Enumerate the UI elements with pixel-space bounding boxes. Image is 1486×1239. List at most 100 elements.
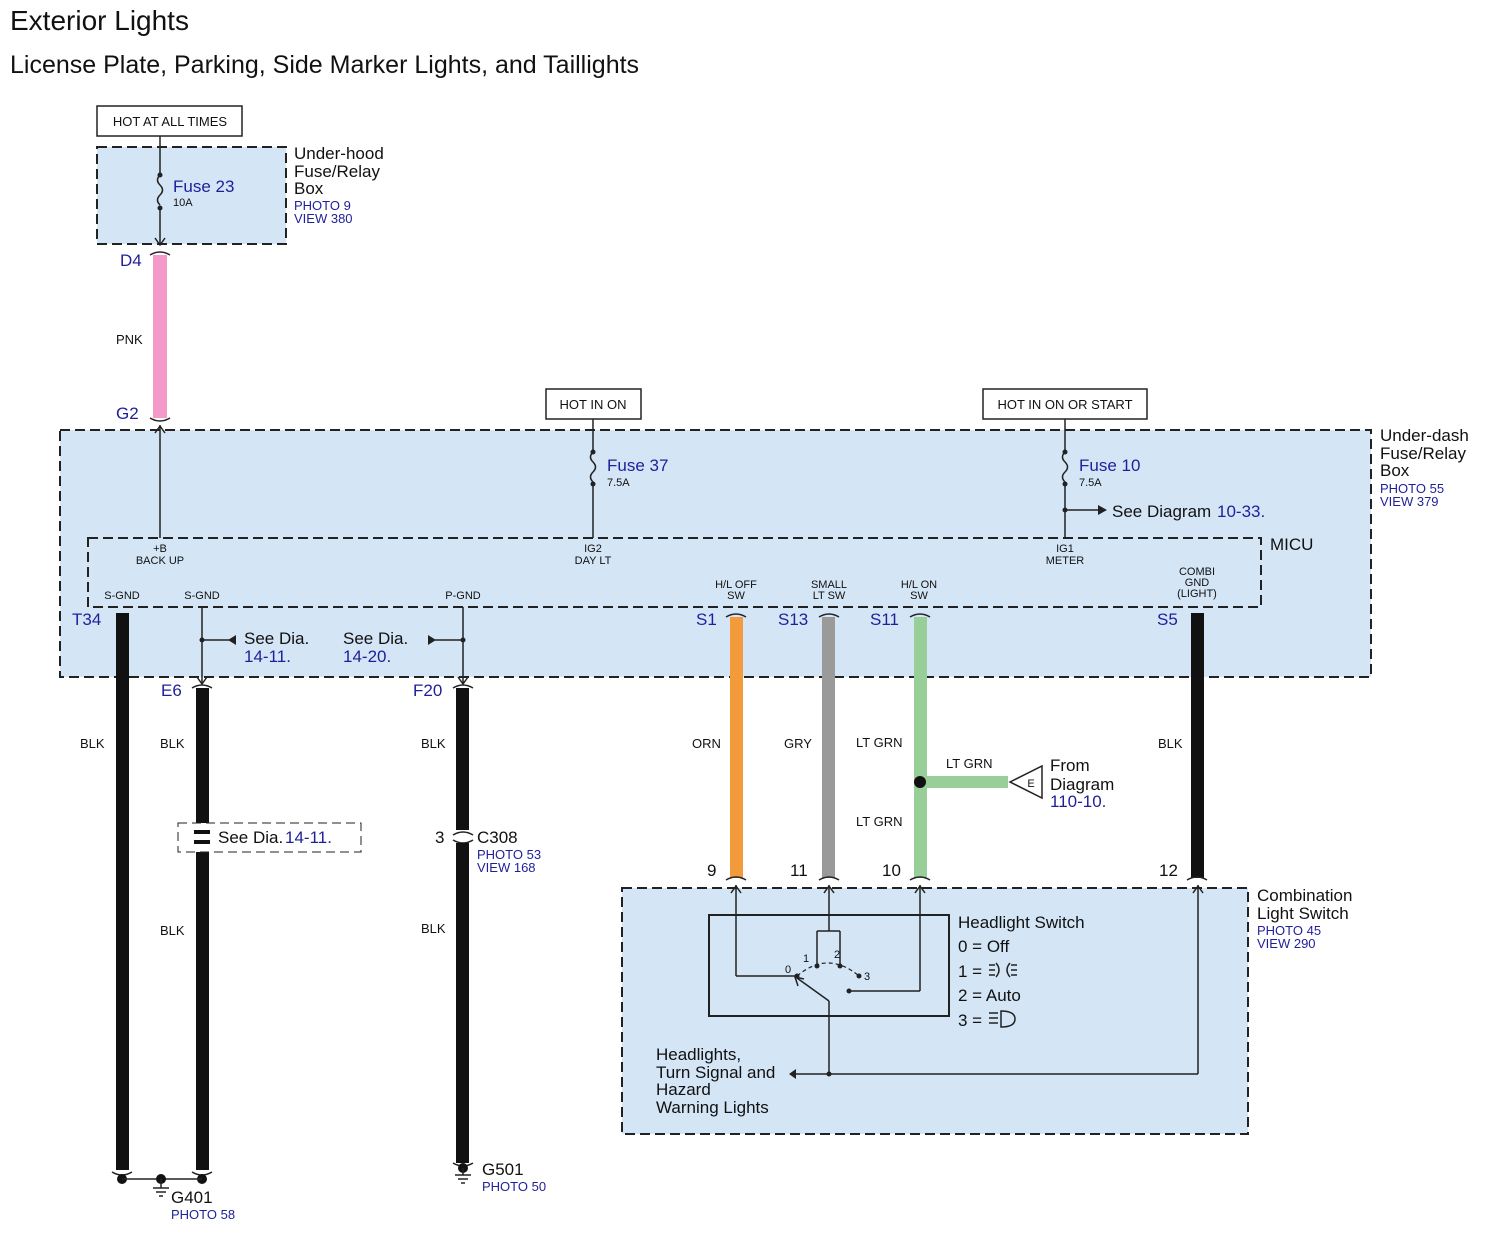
combination-switch-view-ref: VIEW 290 bbox=[1257, 936, 1316, 951]
pin-10: 10 bbox=[882, 861, 901, 880]
blk-wire-t34 bbox=[116, 613, 129, 1170]
wire-color-ltgrn-2: LT GRN bbox=[856, 814, 902, 829]
combination-switch-name: Combination bbox=[1257, 886, 1352, 905]
term-s-gnd-1: S-GND bbox=[104, 590, 140, 602]
svg-text:HOT IN ON: HOT IN ON bbox=[560, 397, 627, 412]
svg-text:SW: SW bbox=[910, 590, 928, 602]
pin-d4: D4 bbox=[120, 251, 142, 270]
term-backup: +B bbox=[153, 543, 167, 555]
term-combi-gnd: COMBI bbox=[1179, 566, 1215, 578]
term-ig1: IG1 bbox=[1056, 543, 1074, 555]
fuse-23-rating: 10A bbox=[173, 197, 193, 209]
combination-light-switch-box bbox=[621, 887, 1249, 1135]
ltgrn-wire bbox=[914, 617, 927, 878]
pin-s1: S1 bbox=[696, 610, 717, 629]
see-dia-14-11-b: See Dia. bbox=[218, 828, 283, 847]
svg-text:110-10.: 110-10. bbox=[1050, 792, 1106, 811]
wire-color-blk-4: BLK bbox=[421, 736, 446, 751]
term-ig2: IG2 bbox=[584, 543, 602, 555]
underhood-fuse-relay-box bbox=[96, 146, 287, 245]
term-p-gnd: P-GND bbox=[445, 590, 481, 602]
parking-light-icon bbox=[989, 962, 1017, 978]
from-diagram-label: From bbox=[1050, 756, 1090, 775]
underhood-name: Under-hood bbox=[294, 144, 384, 163]
svg-text:HOT IN ON OR START: HOT IN ON OR START bbox=[997, 397, 1132, 412]
fuse-37-icon bbox=[589, 419, 597, 538]
page-subtitle: License Plate, Parking, Side Marker Ligh… bbox=[10, 51, 639, 79]
fuse-23-label: Fuse 23 bbox=[173, 177, 234, 196]
svg-text:14-11.: 14-11. bbox=[244, 647, 291, 666]
wire-color-pnk: PNK bbox=[116, 332, 143, 347]
svg-text:Warning Lights: Warning Lights bbox=[656, 1098, 769, 1117]
blk-wire-f20-upper bbox=[456, 688, 469, 830]
fuse-10-rating: 7.5A bbox=[1079, 477, 1102, 489]
pin-12: 12 bbox=[1159, 861, 1178, 880]
svg-text:Diagram: Diagram bbox=[1050, 775, 1114, 794]
micu-label: MICU bbox=[1270, 535, 1313, 554]
pin-e6: E6 bbox=[161, 681, 182, 700]
wire-color-ltgrn-1: LT GRN bbox=[856, 735, 902, 750]
svg-text:Light Switch: Light Switch bbox=[1257, 904, 1349, 923]
svg-text:Box: Box bbox=[294, 179, 324, 198]
fuse-23-icon bbox=[154, 147, 166, 247]
svg-text:Fuse/Relay: Fuse/Relay bbox=[294, 162, 380, 181]
pnk-wire bbox=[153, 255, 167, 418]
svg-text:GND: GND bbox=[1185, 577, 1210, 589]
headlight-icon bbox=[989, 1010, 1016, 1028]
svg-text:Box: Box bbox=[1380, 461, 1410, 480]
underdash-view-ref: VIEW 379 bbox=[1380, 494, 1439, 509]
svg-text:LT SW: LT SW bbox=[813, 590, 846, 602]
see-dia-14-20: See Dia. bbox=[343, 629, 408, 648]
ground-g401-icon bbox=[111, 1171, 213, 1197]
wire-color-blk-6: BLK bbox=[1158, 736, 1183, 751]
ground-g501-label: G501 bbox=[482, 1160, 524, 1179]
hot-in-on-or-start-label: HOT IN ON OR START bbox=[982, 388, 1148, 420]
svg-text:10-33.: 10-33. bbox=[1217, 502, 1265, 521]
svg-text:(LIGHT): (LIGHT) bbox=[1177, 588, 1217, 600]
svg-text:DAY LT: DAY LT bbox=[575, 555, 612, 567]
term-hl-off: H/L OFF bbox=[715, 579, 757, 591]
wire-color-blk-5: BLK bbox=[421, 921, 446, 936]
svg-text:Fuse/Relay: Fuse/Relay bbox=[1380, 444, 1466, 463]
page-title: Exterior Lights bbox=[10, 5, 189, 36]
contact-3: 3 bbox=[864, 971, 870, 983]
c308-label: C308 bbox=[477, 828, 518, 847]
combination-switch-photo-ref: PHOTO 45 bbox=[1257, 923, 1321, 938]
micu-box bbox=[87, 537, 1262, 608]
fuse-10-icon bbox=[1061, 419, 1107, 538]
contact-0: 0 bbox=[785, 964, 791, 976]
underhood-view-ref: VIEW 380 bbox=[294, 211, 353, 226]
svg-text:Turn Signal and: Turn Signal and bbox=[656, 1063, 775, 1082]
orn-wire bbox=[730, 617, 743, 878]
wire-color-blk-3: BLK bbox=[160, 923, 185, 938]
ground-g401-photo: PHOTO 58 bbox=[171, 1207, 235, 1222]
svg-text:BACK UP: BACK UP bbox=[136, 555, 184, 567]
wire-color-blk-1: BLK bbox=[80, 736, 105, 751]
ground-g501-icon bbox=[452, 1162, 474, 1184]
pin-s13: S13 bbox=[778, 610, 808, 629]
pin-11: 11 bbox=[790, 861, 808, 880]
svg-text:PHOTO 53: PHOTO 53 bbox=[477, 847, 541, 862]
see-diagram-10-33: See Diagram bbox=[1112, 502, 1211, 521]
pin-9: 9 bbox=[707, 861, 716, 880]
from-diagram-tag: E bbox=[1027, 778, 1034, 790]
hot-at-all-times-label: HOT AT ALL TIMES bbox=[96, 105, 243, 137]
pin-f20: F20 bbox=[413, 681, 442, 700]
wire-color-ltgrn-3: LT GRN bbox=[946, 756, 992, 771]
wire-color-orn: ORN bbox=[692, 736, 721, 751]
headlight-switch-contacts bbox=[730, 884, 1204, 1079]
blk-wire-e6 bbox=[196, 688, 209, 1170]
fuse-37-label: Fuse 37 bbox=[607, 456, 668, 475]
output-to-headlights: Headlights, bbox=[656, 1045, 741, 1064]
from-diagram-arrow-icon bbox=[1008, 764, 1043, 800]
switch-pos-off: 0 = Off bbox=[958, 937, 1009, 956]
ltgrn-branch-wire bbox=[920, 776, 1008, 788]
pin-s5: S5 bbox=[1157, 610, 1178, 629]
hot-in-on-label: HOT IN ON bbox=[545, 388, 642, 420]
svg-text:Hazard: Hazard bbox=[656, 1080, 711, 1099]
term-small-lt: SMALL bbox=[811, 579, 847, 591]
wire-color-blk-2: BLK bbox=[160, 736, 185, 751]
ground-g501-photo: PHOTO 50 bbox=[482, 1179, 546, 1194]
ground-g401-label: G401 bbox=[171, 1188, 213, 1207]
contact-2: 2 bbox=[834, 949, 840, 961]
